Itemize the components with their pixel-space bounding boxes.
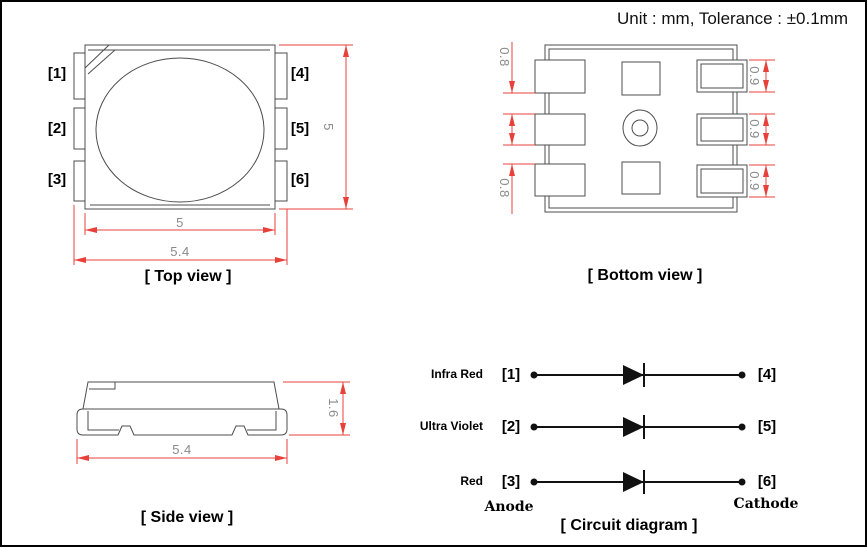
top-view-inner-width-dim: 5 <box>176 215 184 230</box>
circuit-row1-name: Infra Red <box>430 367 483 381</box>
bottom-view-pad-dim-2: 0.9 <box>747 119 762 139</box>
top-view-drawing <box>73 44 288 210</box>
side-view-dimensions <box>76 381 350 464</box>
polarity-chamfer <box>84 44 110 69</box>
diode-row-3 <box>530 470 746 494</box>
top-view-pins-right <box>274 52 288 202</box>
center-pad-bottom <box>621 161 661 195</box>
bottom-view-pad-dim-3: 0.9 <box>747 171 762 191</box>
top-view-dimensions <box>73 44 353 265</box>
side-view-base <box>76 408 288 436</box>
side-view-body-top <box>82 381 280 410</box>
diode-symbol <box>623 417 644 437</box>
index-mark-outer <box>622 109 658 147</box>
pin-label-5: [5] <box>290 120 310 137</box>
pin-label-2: [2] <box>47 120 67 137</box>
side-view-drawing <box>76 381 288 436</box>
side-view-height-dim: 1.6 <box>326 398 341 418</box>
pin-label-4: [4] <box>290 65 310 82</box>
cathode-label: Cathode <box>733 496 799 512</box>
pin-label-1: [1] <box>47 65 67 82</box>
diode-symbol <box>623 365 644 385</box>
diode-row-1 <box>530 363 746 387</box>
circuit-cathode-pin-4: [4] <box>757 366 777 383</box>
circuit-diagram-drawing <box>530 363 746 494</box>
circuit-anode-pin-1: [1] <box>501 366 521 383</box>
diode-symbol <box>623 472 644 492</box>
center-pad-top <box>621 61 661 96</box>
bottom-view-gap-dim-bottom: 0.8 <box>497 178 512 198</box>
pin-label-3: [3] <box>47 171 67 188</box>
bottom-view-pad-dim-1: 0.9 <box>747 66 762 86</box>
bottom-view-pads-right <box>696 59 748 198</box>
top-view-title: [ Top view ] <box>144 268 232 285</box>
top-view-body <box>84 44 276 210</box>
top-view-outer-width-dim: 5.4 <box>170 244 190 259</box>
bottom-view-dimensions <box>503 42 775 214</box>
bottom-view-title: [ Bottom view ] <box>587 267 703 284</box>
anode-label: Anode <box>484 499 534 515</box>
circuit-cathode-pin-6: [6] <box>757 473 777 490</box>
bottom-view-drawing <box>534 44 748 213</box>
bottom-view-gap-dim-top: 0.8 <box>497 47 512 67</box>
circuit-row3-name: Red <box>460 474 483 488</box>
unit-tolerance-note: Unit : mm, Tolerance : ±0.1mm <box>616 9 848 28</box>
circuit-row2-name: Ultra Violet <box>419 419 483 433</box>
top-view-pins-left <box>73 52 86 202</box>
circuit-anode-pin-3: [3] <box>501 473 521 490</box>
side-view-polarity-notch <box>89 382 116 390</box>
bottom-view-pads-left <box>534 59 586 197</box>
side-view-width-dim: 5.4 <box>172 442 192 457</box>
lens-circle <box>95 57 265 203</box>
circuit-diagram-title: [ Circuit diagram ] <box>560 517 698 534</box>
diode-row-2 <box>530 415 746 439</box>
index-mark-inner <box>631 119 649 137</box>
top-view-height-dim: 5 <box>321 123 336 131</box>
pin-label-6: [6] <box>290 171 310 188</box>
side-view-title: [ Side view ] <box>140 509 234 526</box>
circuit-anode-pin-2: [2] <box>501 418 521 435</box>
circuit-cathode-pin-5: [5] <box>757 418 777 435</box>
